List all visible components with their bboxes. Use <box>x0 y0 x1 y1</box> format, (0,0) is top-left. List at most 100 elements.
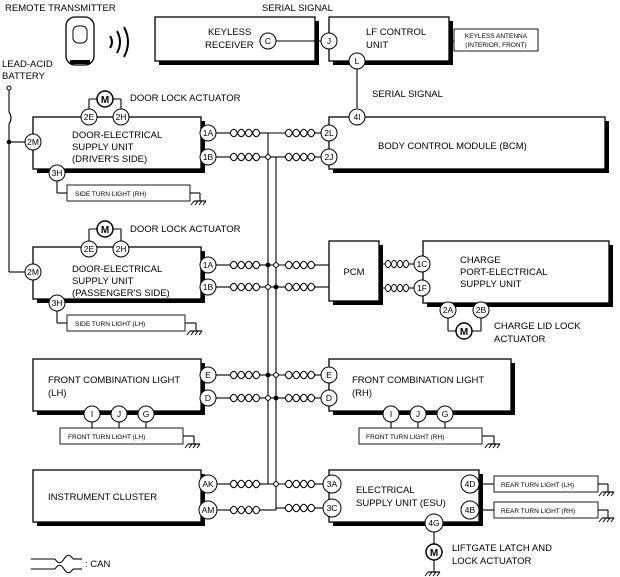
svg-text:J: J <box>117 409 121 419</box>
svg-text:SIDE TURN LIGHT (RH): SIDE TURN LIGHT (RH) <box>75 191 146 198</box>
fcl-lh-pin-i: I <box>83 405 101 423</box>
front-turn-light-rh-box: FRONT TURN LIGHT (RH) <box>358 427 483 445</box>
fcl-lh-pin-j: J <box>110 405 128 423</box>
svg-text:(DRIVER'S SIDE): (DRIVER'S SIDE) <box>72 154 147 165</box>
bcm-pin-2l: 2L <box>320 124 338 142</box>
svg-text:REAR TURN LIGHT (LH): REAR TURN LIGHT (LH) <box>501 482 574 489</box>
svg-text:REAR TURN LIGHT (RH): REAR TURN LIGHT (RH) <box>501 508 575 515</box>
svg-text:4I: 4I <box>353 112 360 122</box>
door-lock-motor-passenger-icon: M <box>96 220 114 238</box>
svg-text:2H: 2H <box>116 112 127 122</box>
svg-text:DOOR-ELECTRICAL: DOOR-ELECTRICAL <box>72 130 162 141</box>
liftgate-label-1: LIFTGATE LATCH AND <box>452 543 552 554</box>
door-passenger-pin-1a: 1A <box>199 256 217 274</box>
serial-signal-label-mid: SERIAL SIGNAL <box>372 89 443 100</box>
svg-text:D: D <box>205 393 211 403</box>
svg-text:BODY CONTROL MODULE (BCM): BODY CONTROL MODULE (BCM) <box>378 141 527 152</box>
charge-port-pin-1f: 1F <box>413 279 431 297</box>
svg-text:AM: AM <box>202 505 215 515</box>
svg-text:E: E <box>326 370 332 380</box>
fuse-icon <box>8 111 12 125</box>
rear-turn-light-lh-box: REAR TURN LIGHT (LH) <box>493 475 599 493</box>
door-passenger-pin-2h: 2H <box>112 240 130 258</box>
svg-text:(PASSENGER'S SIDE): (PASSENGER'S SIDE) <box>72 288 170 299</box>
door-passenger-pin-2m: 2M <box>24 263 42 281</box>
svg-text:D: D <box>326 393 332 403</box>
door-unit-driver-box: DOOR-ELECTRICAL SUPPLY UNIT (DRIVER'S SI… <box>32 116 205 173</box>
svg-text:3A: 3A <box>327 479 338 489</box>
rear-turn-light-rh-box: REAR TURN LIGHT (RH) <box>493 501 599 519</box>
liftgate-label-2: LOCK ACTUATOR <box>452 556 531 567</box>
fcl-lh-pin-d: D <box>199 389 217 407</box>
fcl-lh-pin-e: E <box>199 366 217 384</box>
door-passenger-pin-3h: 3H <box>48 294 66 312</box>
svg-text:AK: AK <box>202 479 214 489</box>
fcl-rh-pin-j: J <box>409 405 427 423</box>
fcl-rh-pin-d: D <box>320 389 338 407</box>
svg-text:4D: 4D <box>465 479 476 489</box>
svg-text:SUPPLY UNIT: SUPPLY UNIT <box>460 279 522 290</box>
can-legend: : CAN <box>31 554 110 574</box>
door-lock-motor-driver-icon: M <box>96 90 114 108</box>
svg-text:FRONT TURN LIGHT (LH): FRONT TURN LIGHT (LH) <box>68 434 145 441</box>
esu-pin-3c: 3C <box>322 498 342 518</box>
door-passenger-pin-2e: 2E <box>80 240 98 258</box>
radio-wave-icon <box>109 26 129 58</box>
svg-text:1C: 1C <box>417 259 428 269</box>
svg-text:FRONT COMBINATION LIGHT: FRONT COMBINATION LIGHT <box>352 375 484 386</box>
svg-text:E: E <box>205 370 211 380</box>
svg-text:SUPPLY UNIT (ESU): SUPPLY UNIT (ESU) <box>356 498 446 509</box>
svg-text:2E: 2E <box>84 112 95 122</box>
svg-text:SUPPLY UNIT: SUPPLY UNIT <box>72 276 134 287</box>
battery-feed <box>6 85 25 273</box>
charge-port-pin-2b: 2B <box>472 301 490 319</box>
can-bus-wiring <box>216 128 414 515</box>
door-lock-actuator-passenger-label: DOOR LOCK ACTUATOR <box>130 224 241 235</box>
keyless-receiver-box: KEYLESS RECEIVER <box>154 16 319 65</box>
front-turn-light-lh-box: FRONT TURN LIGHT (LH) <box>59 427 184 445</box>
svg-text:J: J <box>327 36 331 46</box>
battery-label-line1: LEAD-ACID <box>2 59 53 70</box>
door-passenger-pin-1b: 1B <box>199 278 217 296</box>
esu-pin-4g: 4G <box>424 513 444 533</box>
pcm-box: PCM <box>328 240 383 305</box>
svg-text:2A: 2A <box>443 305 454 315</box>
svg-text:FRONT TURN LIGHT (RH): FRONT TURN LIGHT (RH) <box>366 434 444 441</box>
svg-text:PORT-ELECTRICAL: PORT-ELECTRICAL <box>460 267 547 278</box>
cluster-pin-ak: AK <box>198 474 218 494</box>
charge-port-pin-1c: 1C <box>413 255 431 273</box>
svg-text:INSTRUMENT CLUSTER: INSTRUMENT CLUSTER <box>48 492 157 503</box>
svg-text:4G: 4G <box>428 518 439 528</box>
fcl-rh-pin-g: G <box>436 405 454 423</box>
svg-text:M: M <box>101 225 109 236</box>
keyless-receiver-label-2: RECEIVER <box>205 40 254 51</box>
svg-text:2H: 2H <box>116 244 127 254</box>
side-turn-light-rh-box: SIDE TURN LIGHT (RH) <box>66 184 191 202</box>
svg-text:L: L <box>355 56 360 66</box>
svg-text:I: I <box>390 409 392 419</box>
svg-text:(LH): (LH) <box>48 388 66 399</box>
svg-text:CHARGE: CHARGE <box>460 255 501 266</box>
svg-text:SUPPLY UNIT: SUPPLY UNIT <box>72 142 134 153</box>
svg-text:4B: 4B <box>465 505 476 515</box>
keyless-antenna-box: KEYLESS ANTENNA (INTERIOR, FRONT) <box>453 28 539 52</box>
charge-port-unit-box: CHARGE PORT-ELECTRICAL SUPPLY UNIT <box>422 240 613 307</box>
esu-pin-4b: 4B <box>460 500 480 520</box>
svg-text:G: G <box>143 409 150 419</box>
charge-lid-motor-icon: M <box>455 322 473 340</box>
svg-text:I: I <box>91 409 93 419</box>
svg-text:1B: 1B <box>203 152 214 162</box>
door-driver-pin-1b: 1B <box>199 148 217 166</box>
svg-text:KEYLESS ANTENNA: KEYLESS ANTENNA <box>465 33 528 40</box>
svg-text:1A: 1A <box>203 128 214 138</box>
keyless-receiver-label-1: KEYLESS <box>208 27 251 38</box>
svg-text:2B: 2B <box>476 305 487 315</box>
remote-transmitter-icon <box>65 16 95 66</box>
svg-text:2E: 2E <box>84 244 95 254</box>
svg-text:PCM: PCM <box>343 267 364 278</box>
svg-text:2L: 2L <box>324 128 334 138</box>
svg-text:FRONT COMBINATION LIGHT: FRONT COMBINATION LIGHT <box>48 375 180 386</box>
door-driver-pin-2e: 2E <box>80 108 98 126</box>
svg-text:(RH): (RH) <box>352 388 372 399</box>
